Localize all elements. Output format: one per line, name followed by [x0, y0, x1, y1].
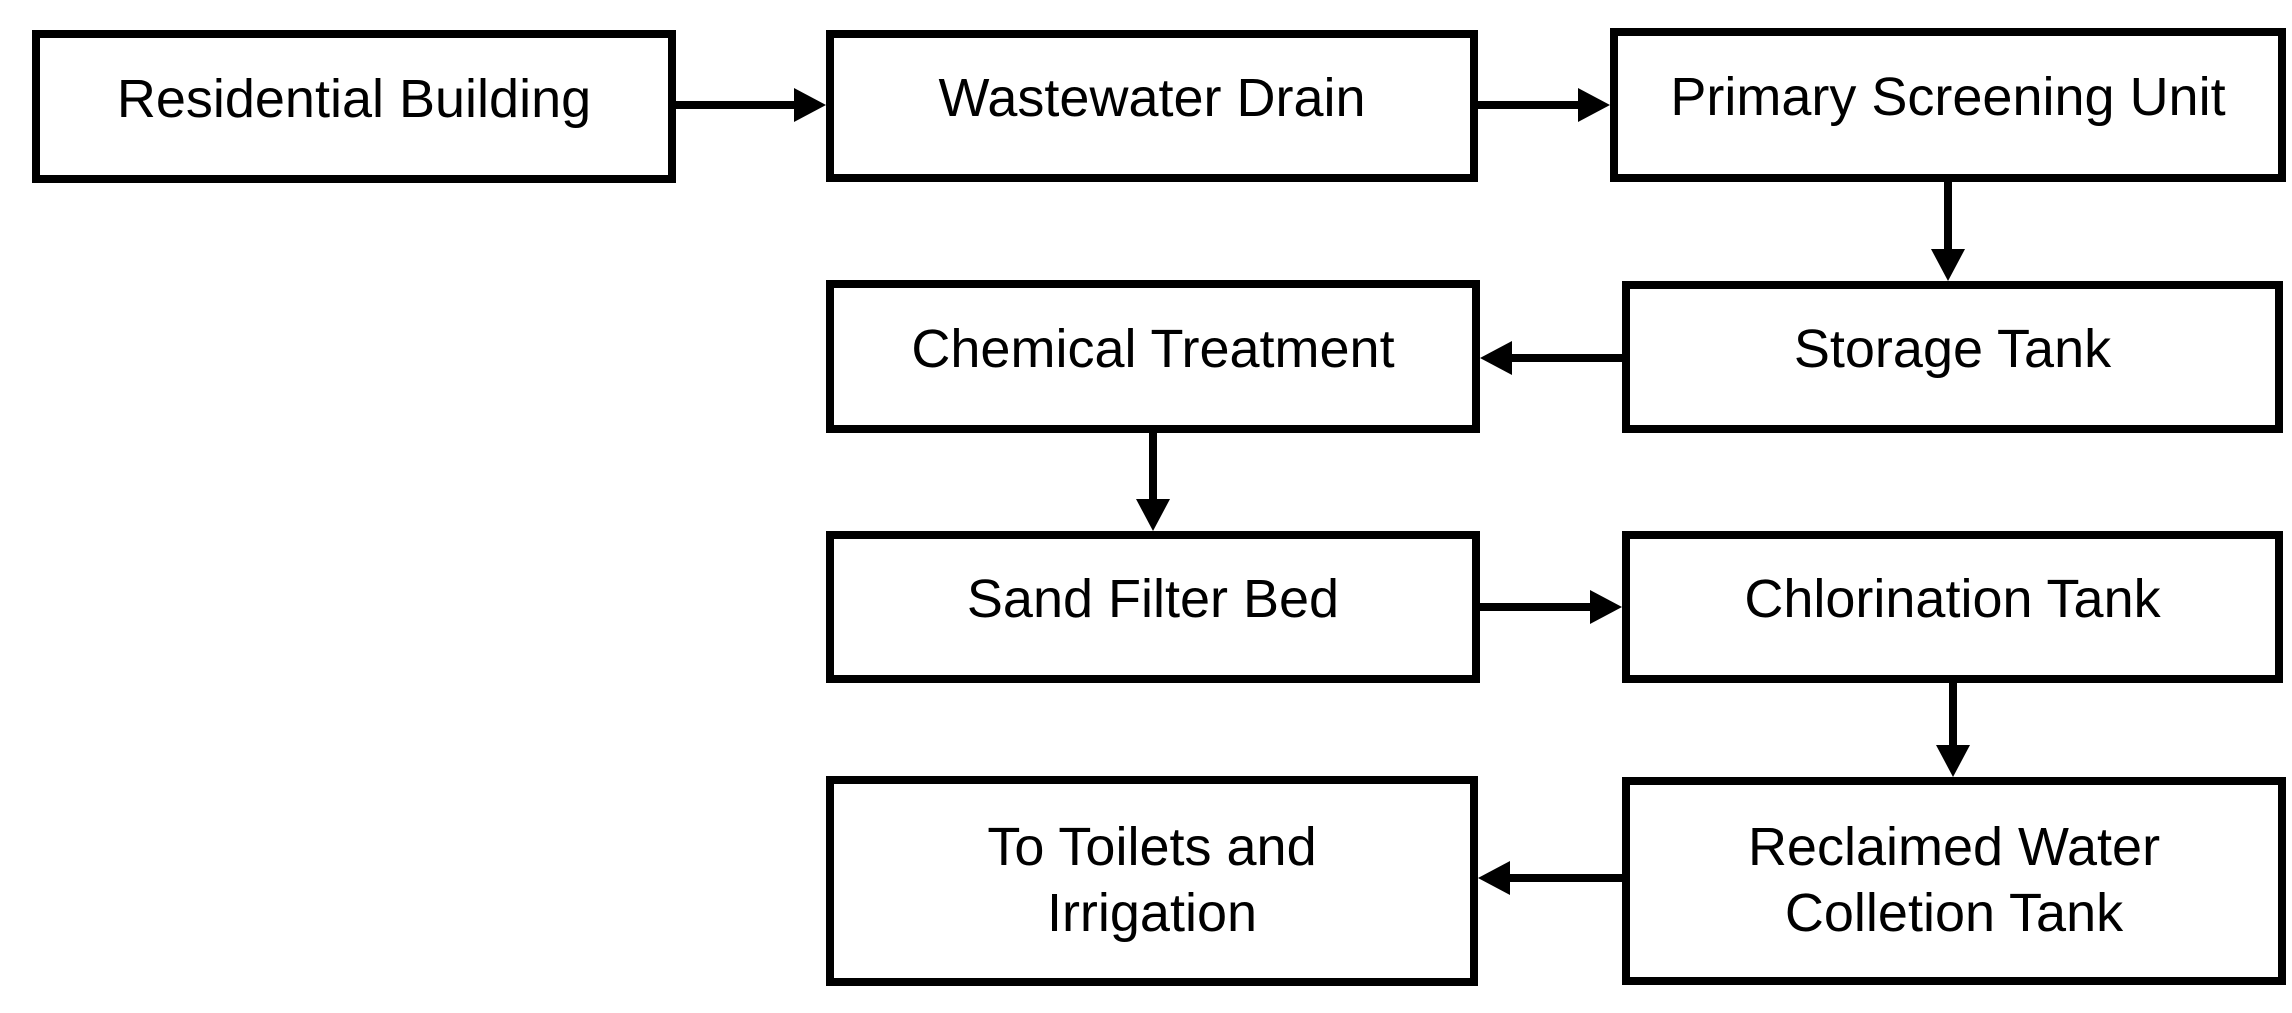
arrowhead-down-icon	[1931, 249, 1965, 281]
arrowhead-right-icon	[794, 88, 826, 122]
node-storage-tank: Storage Tank	[1622, 281, 2283, 433]
node-chlorination-tank: Chlorination Tank	[1622, 531, 2283, 683]
arrow-chlorination-tank-to-reclaimed-water-colletion-tank	[1936, 683, 1970, 777]
node-reclaimed-water-colletion-tank: Reclaimed Water Colletion Tank	[1622, 777, 2286, 985]
node-label-reclaimed-water-colletion-tank: Reclaimed Water Colletion Tank	[1747, 817, 2161, 943]
node-label-residential-building: Residential Building	[116, 68, 592, 129]
arrow-wastewater-drain-to-primary-screening-unit	[1478, 88, 1610, 122]
node-label-to-toilets-and-irrigation: To Toilets and Irrigation	[987, 817, 1317, 943]
node-primary-screening-unit: Primary Screening Unit	[1610, 28, 2286, 182]
node-label-primary-screening-unit: Primary Screening Unit	[1670, 67, 2226, 128]
arrow-residential-building-to-wastewater-drain	[676, 88, 826, 122]
node-chemical-treatment: Chemical Treatment	[826, 280, 1480, 433]
node-sand-filter-bed: Sand Filter Bed	[826, 531, 1480, 683]
arrow-reclaimed-water-colletion-tank-to-to-toilets-and-irrigation	[1478, 861, 1622, 895]
arrow-shaft	[1480, 603, 1594, 611]
arrowhead-left-icon	[1480, 341, 1512, 375]
arrow-sand-filter-bed-to-chlorination-tank	[1480, 590, 1622, 624]
node-to-toilets-and-irrigation: To Toilets and Irrigation	[826, 776, 1478, 986]
node-wastewater-drain: Wastewater Drain	[826, 30, 1478, 182]
node-label-chlorination-tank: Chlorination Tank	[1744, 569, 2161, 630]
node-label-sand-filter-bed: Sand Filter Bed	[966, 569, 1340, 630]
node-label-wastewater-drain: Wastewater Drain	[938, 68, 1366, 129]
arrow-shaft	[1508, 354, 1622, 362]
node-label-chemical-treatment: Chemical Treatment	[911, 318, 1395, 379]
arrow-shaft	[1949, 683, 1957, 749]
arrow-shaft	[676, 101, 798, 109]
arrow-shaft	[1944, 182, 1952, 253]
arrow-shaft	[1478, 101, 1582, 109]
arrow-chemical-treatment-to-sand-filter-bed	[1136, 433, 1170, 531]
arrow-shaft	[1149, 433, 1157, 503]
arrow-primary-screening-unit-to-storage-tank	[1931, 182, 1965, 281]
node-residential-building: Residential Building	[32, 30, 676, 183]
arrow-storage-tank-to-chemical-treatment	[1480, 341, 1622, 375]
node-label-storage-tank: Storage Tank	[1793, 319, 2112, 380]
arrowhead-down-icon	[1936, 745, 1970, 777]
arrowhead-down-icon	[1136, 499, 1170, 531]
arrow-shaft	[1506, 874, 1622, 882]
arrowhead-right-icon	[1590, 590, 1622, 624]
arrowhead-left-icon	[1478, 861, 1510, 895]
arrowhead-right-icon	[1578, 88, 1610, 122]
